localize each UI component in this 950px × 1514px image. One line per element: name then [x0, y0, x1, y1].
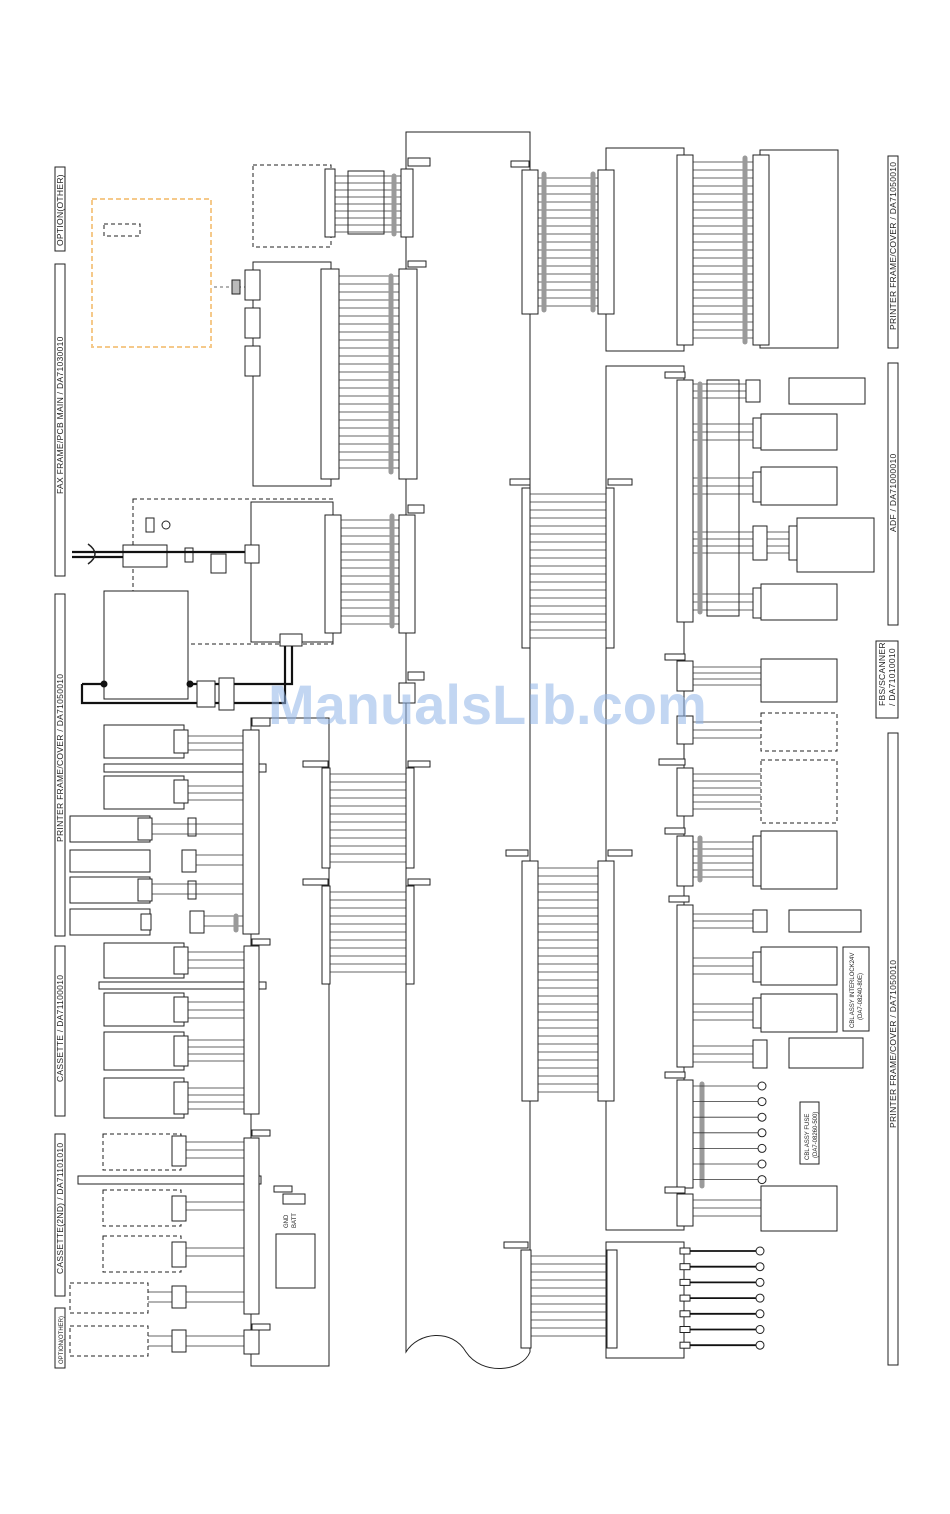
cable-bundles: [233, 155, 748, 1189]
main-pcb-outline: [405, 131, 531, 1369]
watermark: ManualsLib.com: [268, 673, 707, 736]
lower-right-components: CBL ASSY INTERLOCK24V (DA7-08240-80E) CB…: [664, 895, 870, 1232]
label-fax-frame: FAX FRAME/PCB MAIN / DA71030010: [55, 336, 65, 494]
label-fuse-2: (DA7-08260-500): [813, 1112, 819, 1158]
left-components: [69, 717, 271, 936]
label-batt: BATT: [292, 1213, 298, 1228]
option-area-outline: [91, 198, 212, 348]
label-option-other-bottom: OPTION(OTHER): [59, 1316, 65, 1364]
terminal-rings: [679, 1081, 767, 1350]
label-cassette: CASSETTE / DA71100010: [55, 975, 65, 1082]
label-interlock-1: CBL ASSY INTERLOCK24V: [850, 953, 856, 1028]
label-printer-frame-right-bottom: PRINTER FRAME/COVER / DA71050010: [888, 960, 898, 1128]
label-printer-frame-right-top: PRINTER FRAME/COVER / DA71050010: [888, 162, 898, 330]
cassette-components: [98, 938, 271, 1119]
adf-components: [664, 371, 875, 623]
label-printer-frame-left: PRINTER FRAME/COVER / DA71050010: [55, 674, 65, 842]
label-option-other-top: OPTION(OTHER): [55, 174, 65, 246]
label-cassette-2nd: CASSETTE(2ND) / DA71101010: [55, 1143, 65, 1274]
label-fbs-scanner-2: / DA71010010: [887, 648, 897, 706]
cassette2-components: GND BATT: [69, 1129, 316, 1357]
label-fbs-scanner-1: FBS/SCANNER: [877, 642, 887, 706]
label-interlock-2: (DA7-08240-80E): [858, 973, 864, 1020]
label-gnd: GND: [284, 1214, 290, 1228]
label-fuse-1: CBL ASSY FUSE: [805, 1114, 811, 1160]
scanner-components: [658, 653, 838, 890]
wire-harnesses: [148, 161, 789, 1347]
label-adf: ADF / DA71000010: [888, 453, 898, 532]
